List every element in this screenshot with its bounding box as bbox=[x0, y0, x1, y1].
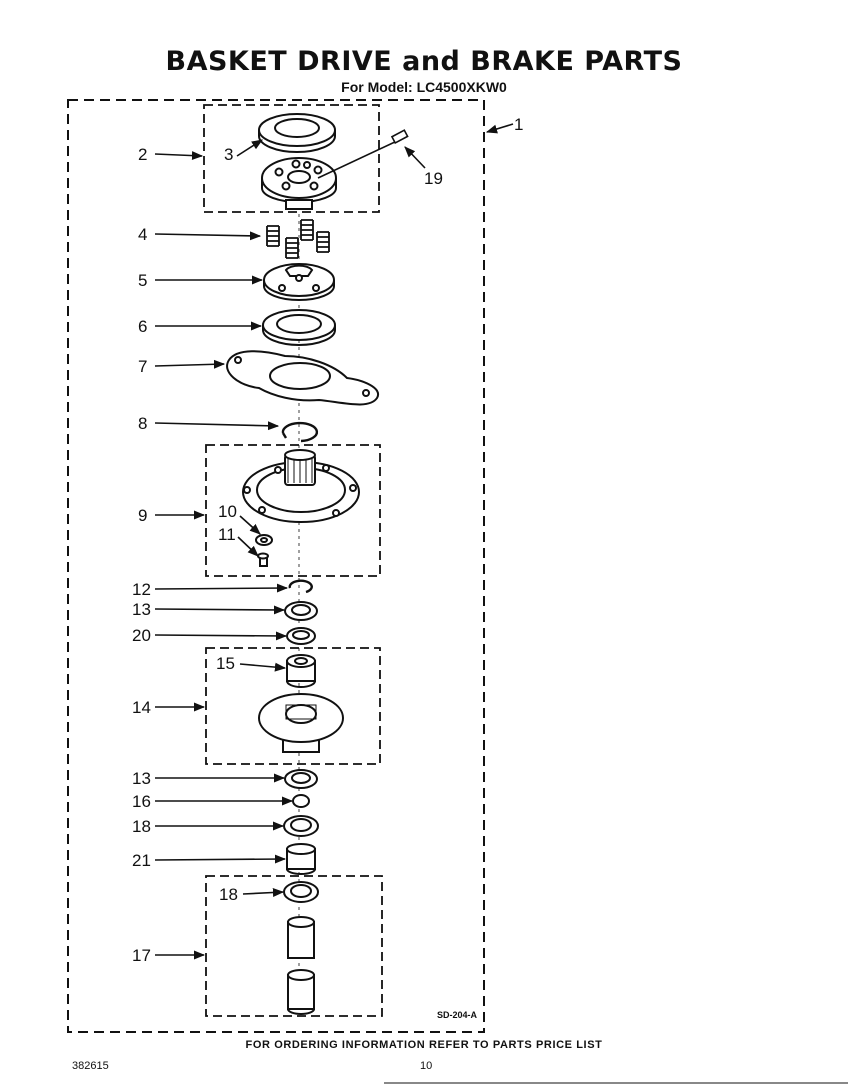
callout-16: 16 bbox=[132, 792, 151, 811]
callout-15: 15 bbox=[216, 654, 235, 673]
page-title: BASKET DRIVE and BRAKE PARTS bbox=[165, 46, 683, 77]
callout-17: 17 bbox=[132, 946, 151, 965]
callout-6: 6 bbox=[138, 317, 147, 336]
part-screw bbox=[257, 552, 269, 567]
part-seal-washer-upper bbox=[284, 601, 318, 621]
callout-19: 19 bbox=[424, 169, 443, 188]
subassembly-frame-9 bbox=[205, 444, 381, 577]
part-brake-lining bbox=[262, 309, 336, 346]
part-seal bbox=[286, 627, 316, 645]
callout-18-lower: 18 bbox=[219, 885, 238, 904]
callout-2: 2 bbox=[138, 145, 147, 164]
part-brake-plate bbox=[263, 263, 335, 301]
part-pin bbox=[317, 129, 409, 179]
callout-9: 9 bbox=[138, 506, 147, 525]
callout-1: 1 bbox=[514, 115, 523, 134]
part-brake-housing bbox=[242, 449, 360, 523]
document-number: 382615 bbox=[72, 1060, 109, 1072]
callout-8: 8 bbox=[138, 414, 147, 433]
part-nut bbox=[255, 534, 273, 546]
callout-4: 4 bbox=[138, 225, 147, 244]
callout-7: 7 bbox=[138, 357, 147, 376]
diagram-code: SD-204-A bbox=[437, 1010, 478, 1020]
part-brake-drum bbox=[258, 693, 344, 753]
callout-14: 14 bbox=[132, 698, 151, 717]
callout-3: 3 bbox=[224, 145, 233, 164]
callout-11: 11 bbox=[218, 525, 236, 544]
part-bearing-ring-lower bbox=[283, 881, 319, 903]
callout-13-lower: 13 bbox=[132, 769, 151, 788]
callout-12: 12 bbox=[132, 580, 151, 599]
part-brake-hub-assembly bbox=[261, 157, 337, 210]
subassembly-frame-14 bbox=[205, 647, 381, 765]
part-upper-bearing bbox=[286, 654, 316, 688]
part-small-washer bbox=[292, 794, 310, 808]
part-gasket bbox=[226, 350, 380, 406]
part-bearing-ring-upper bbox=[283, 815, 319, 837]
callout-5: 5 bbox=[138, 271, 147, 290]
assembly-frame bbox=[67, 99, 485, 1033]
page-number: 10 bbox=[420, 1060, 433, 1072]
callout-10: 10 bbox=[218, 502, 237, 521]
part-retaining-ring bbox=[281, 421, 319, 443]
part-bushing bbox=[286, 843, 316, 875]
subassembly-frame-17 bbox=[205, 875, 383, 1017]
part-seal-washer-lower bbox=[284, 769, 318, 789]
part-thrust-washer bbox=[258, 113, 336, 153]
part-springs bbox=[266, 219, 330, 259]
subassembly-frame-2 bbox=[203, 104, 380, 213]
model-subtitle: For Model: LC4500XKW0 bbox=[341, 79, 507, 95]
callout-20: 20 bbox=[132, 626, 151, 645]
callout-13-upper: 13 bbox=[132, 600, 151, 619]
leader-lines bbox=[154, 123, 514, 960]
part-snap-ring bbox=[288, 579, 313, 594]
ordering-note: FOR ORDERING INFORMATION REFER TO PARTS … bbox=[245, 1039, 603, 1051]
callout-21: 21 bbox=[132, 851, 151, 870]
part-drive-tube bbox=[287, 916, 315, 1015]
callout-18-upper: 18 bbox=[132, 817, 151, 836]
